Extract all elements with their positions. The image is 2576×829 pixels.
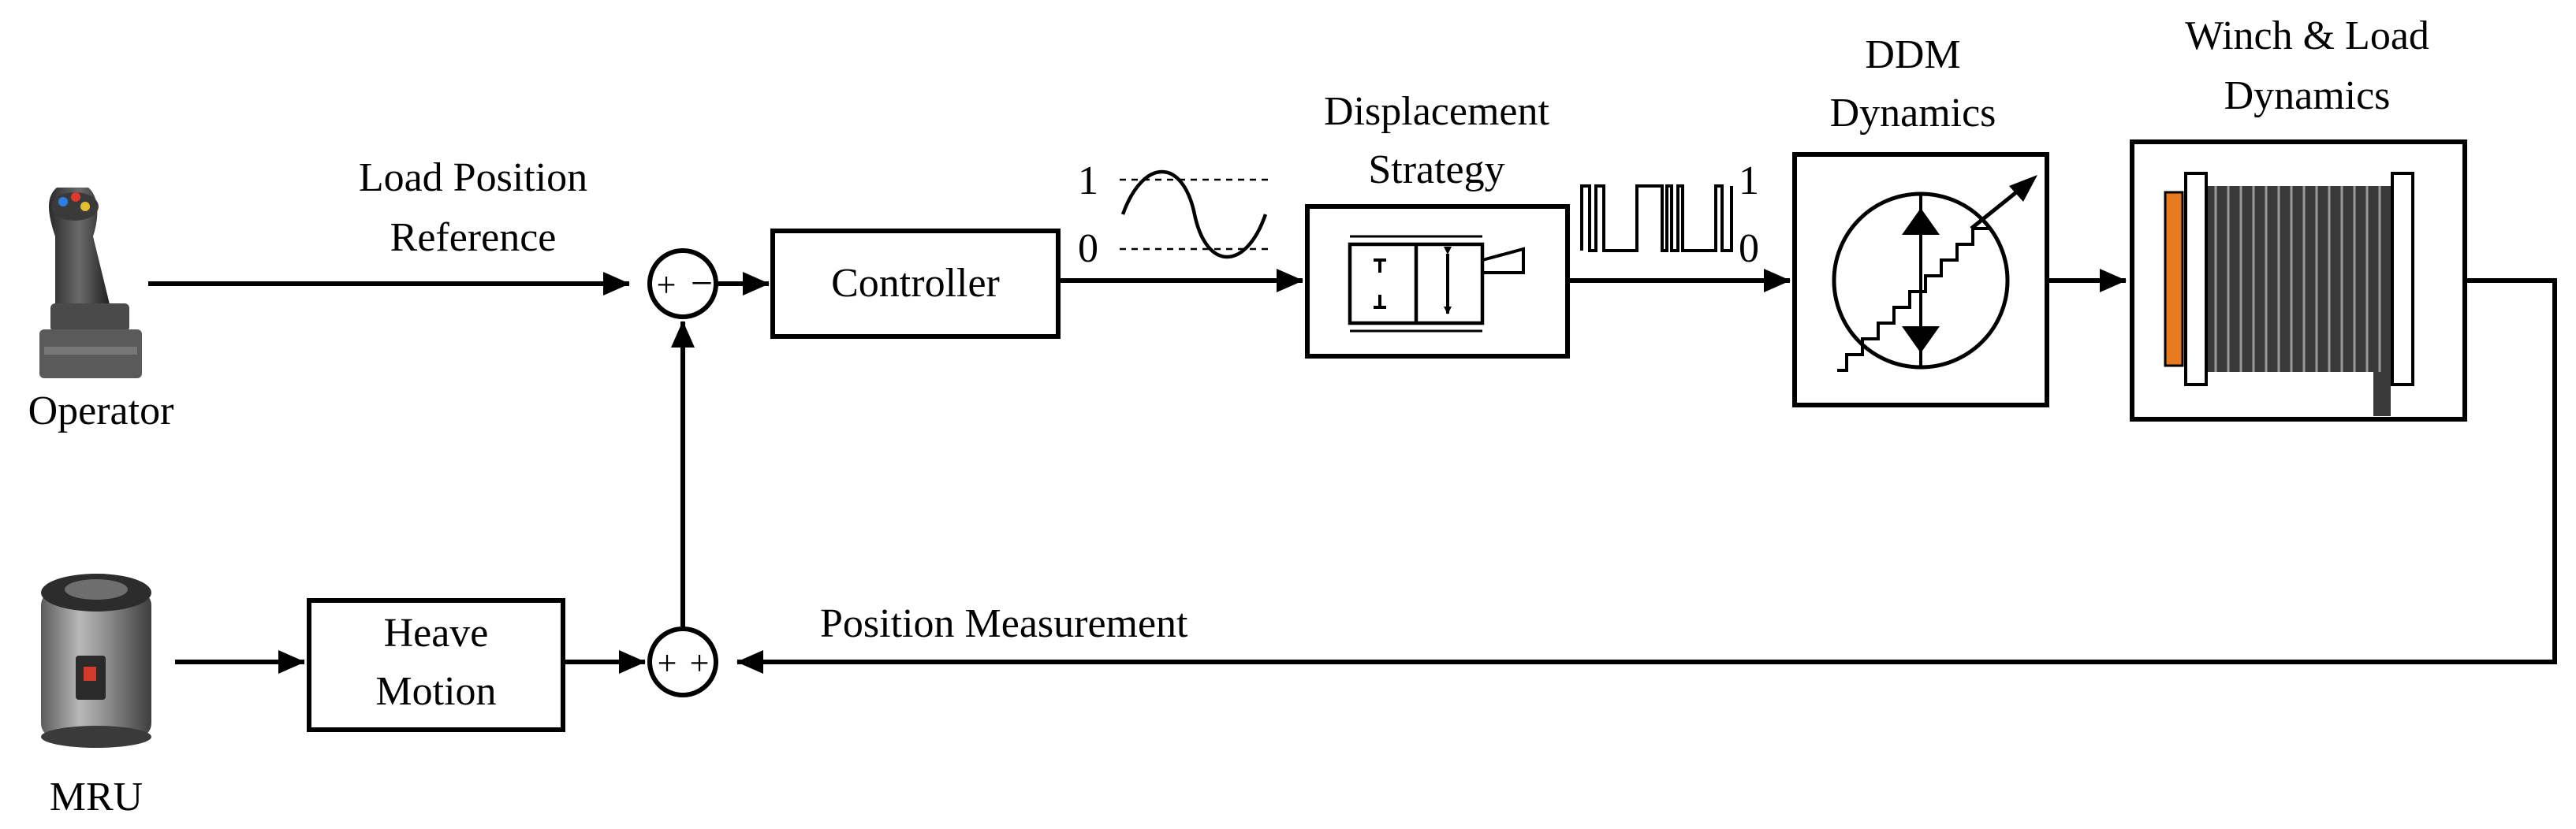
winch-load-dynamics-label-line1: Winch & Load (2185, 13, 2429, 58)
ddm-dynamics-label-line2: Dynamics (1830, 91, 1996, 136)
position-measurement-arrow (736, 278, 2557, 674)
feedback-summing-junction: + + (647, 626, 718, 697)
pwm-signal-icon (1580, 184, 1733, 252)
pwm-level-low: 0 (1739, 226, 1759, 271)
mru-sensor-icon (41, 574, 151, 748)
load-position-reference-label-line1: Load Position (359, 155, 587, 200)
reference-summing-junction: + − (647, 248, 718, 319)
reference-junction-plus-left: + (657, 266, 677, 304)
pump-motor-icon (1832, 175, 2037, 372)
displacement-strategy-label-line2: Strategy (1368, 147, 1504, 192)
pwm-level-high: 1 (1739, 158, 1759, 203)
valve-icon (1348, 235, 1525, 333)
sine-level-low: 0 (1078, 226, 1098, 271)
joystick-icon (39, 188, 142, 378)
position-measurement-label: Position Measurement (820, 601, 1188, 646)
sine-signal-icon (1120, 169, 1269, 259)
winch-load-dynamics-label-line2: Dynamics (2224, 73, 2391, 118)
feedback-junction-plus-left: + (658, 644, 677, 682)
controller-label: Controller (831, 261, 1000, 306)
heave-motion-label-line1: Heave (384, 611, 489, 656)
load-position-reference-label-line2: Reference (390, 215, 557, 260)
heave-motion-label-line2: Motion (375, 669, 496, 714)
reference-junction-minus-right: − (691, 261, 713, 305)
controller-block (770, 229, 1061, 339)
ddm-dynamics-label-line1: DDM (1865, 32, 1960, 77)
sine-level-high: 1 (1078, 158, 1098, 203)
heave-motion-block (307, 598, 565, 732)
displacement-strategy-block (1305, 204, 1570, 359)
winch-drum-icon (2164, 172, 2414, 416)
displacement-strategy-label-line1: Displacement (1324, 89, 1549, 134)
mru-label: MRU (50, 775, 143, 820)
feedback-junction-plus-right: + (690, 644, 710, 682)
operator-label: Operator (28, 388, 174, 433)
